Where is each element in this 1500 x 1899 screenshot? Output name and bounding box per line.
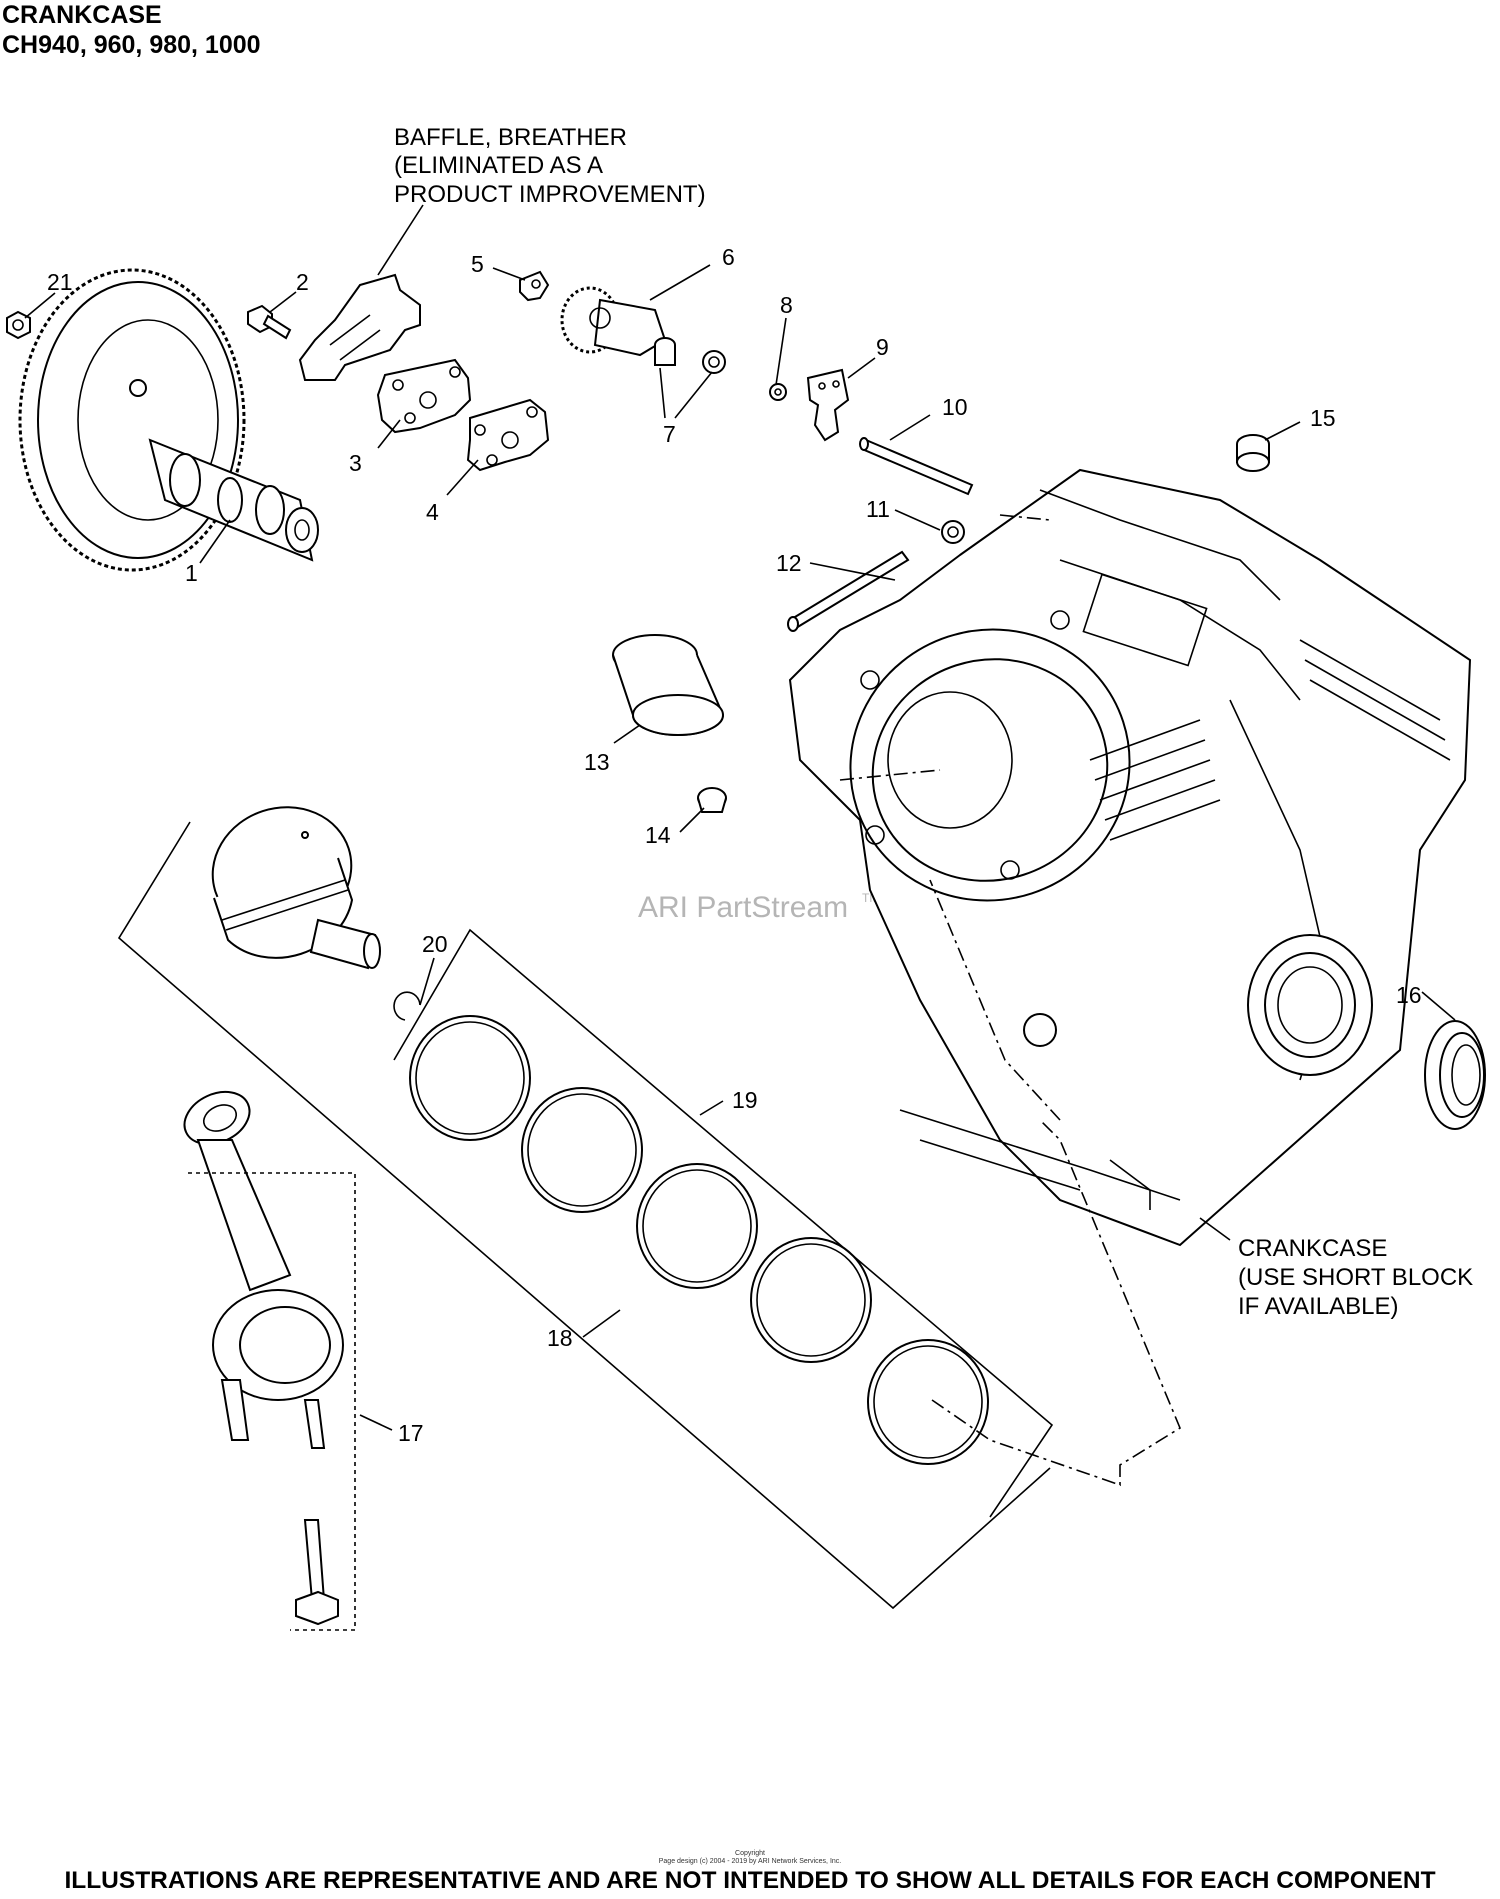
disclaimer-footer: ILLUSTRATIONS ARE REPRESENTATIVE AND ARE… xyxy=(64,1867,1436,1894)
part-5-clip xyxy=(519,270,550,302)
part-9-bracket xyxy=(806,368,850,442)
crankcase-callout-line: (USE SHORT BLOCK xyxy=(1238,1264,1473,1291)
part-number-2: 2 xyxy=(296,269,309,295)
centerline xyxy=(839,769,941,781)
baffle-callout-line: (ELIMINATED AS A xyxy=(394,152,603,179)
part-number-17: 17 xyxy=(398,1420,424,1446)
part-number-19: 19 xyxy=(732,1087,758,1113)
part-14-plug xyxy=(697,787,727,813)
part-number-5: 5 xyxy=(471,251,484,277)
part-number-7: 7 xyxy=(663,421,676,447)
crankcase-callout-line: CRANKCASE xyxy=(1238,1235,1387,1262)
baffle-callout-line: PRODUCT IMPROVEMENT) xyxy=(394,181,706,208)
part-6-oil-pump xyxy=(560,286,667,357)
part-number-8: 8 xyxy=(780,292,793,318)
page-title: CRANKCASE xyxy=(2,1,162,29)
watermark: ARI PartStream xyxy=(638,891,848,924)
part-number-4: 4 xyxy=(426,499,439,525)
part-number-labels: 21 2 3 4 5 6 7 8 9 10 11 12 13 14 15 16 … xyxy=(47,244,1422,1446)
leader-lines xyxy=(24,204,1456,1431)
part-15-cap xyxy=(1236,434,1270,472)
part-number-12: 12 xyxy=(776,550,802,576)
part-number-3: 3 xyxy=(349,450,362,476)
part-20-retainer xyxy=(393,991,421,1021)
part-3-plate xyxy=(376,358,472,434)
centerline xyxy=(929,879,1182,1487)
baffle-breather xyxy=(298,273,421,381)
part-17-connecting-rod xyxy=(183,1090,344,1626)
part-number-21: 21 xyxy=(47,269,73,295)
part-19-rings xyxy=(409,1015,989,1465)
part-number-13: 13 xyxy=(584,749,610,775)
part-number-11: 11 xyxy=(866,496,890,522)
part-number-20: 20 xyxy=(422,931,448,957)
baffle-callout: BAFFLE, BREATHER (ELIMINATED AS A PRODUC… xyxy=(394,124,706,208)
part-2-bolt xyxy=(247,304,292,340)
part-number-14: 14 xyxy=(645,822,671,848)
crankcase-block xyxy=(788,468,1472,1247)
part-number-16: 16 xyxy=(1396,982,1422,1008)
model-list: CH940, 960, 980, 1000 xyxy=(2,31,261,59)
part-16-seal xyxy=(1424,1020,1486,1130)
crankcase-callout-line: IF AVAILABLE) xyxy=(1238,1293,1399,1320)
copyright-notice: Page design (c) 2004 - 2019 by ARI Netwo… xyxy=(658,1858,842,1865)
part-number-15: 15 xyxy=(1310,405,1336,431)
rod-group-bracket xyxy=(188,1172,356,1631)
piston-group-bracket xyxy=(117,821,1051,1610)
baffle-callout-line: BAFFLE, BREATHER xyxy=(394,124,627,151)
part-13-liner xyxy=(612,634,725,736)
centerline xyxy=(999,514,1051,521)
part-number-1: 1 xyxy=(185,560,198,586)
part-4-gasket xyxy=(466,398,550,472)
part-number-18: 18 xyxy=(547,1325,573,1351)
crankcase-callout: CRANKCASE (USE SHORT BLOCK IF AVAILABLE) xyxy=(1238,1235,1473,1320)
part-7-bushing xyxy=(654,337,726,374)
copyright-label: Copyright xyxy=(735,1850,765,1857)
part-8-screw xyxy=(769,383,787,401)
part-10-rod xyxy=(859,437,974,496)
piston-pin xyxy=(309,918,381,970)
part-number-10: 10 xyxy=(942,394,968,420)
part-11-seal xyxy=(941,520,965,544)
ring-group-bracket xyxy=(393,928,1054,1518)
part-21-nut xyxy=(6,310,31,340)
part-number-9: 9 xyxy=(876,334,889,360)
part-number-6: 6 xyxy=(722,244,735,270)
part-1-camshaft xyxy=(18,268,319,572)
